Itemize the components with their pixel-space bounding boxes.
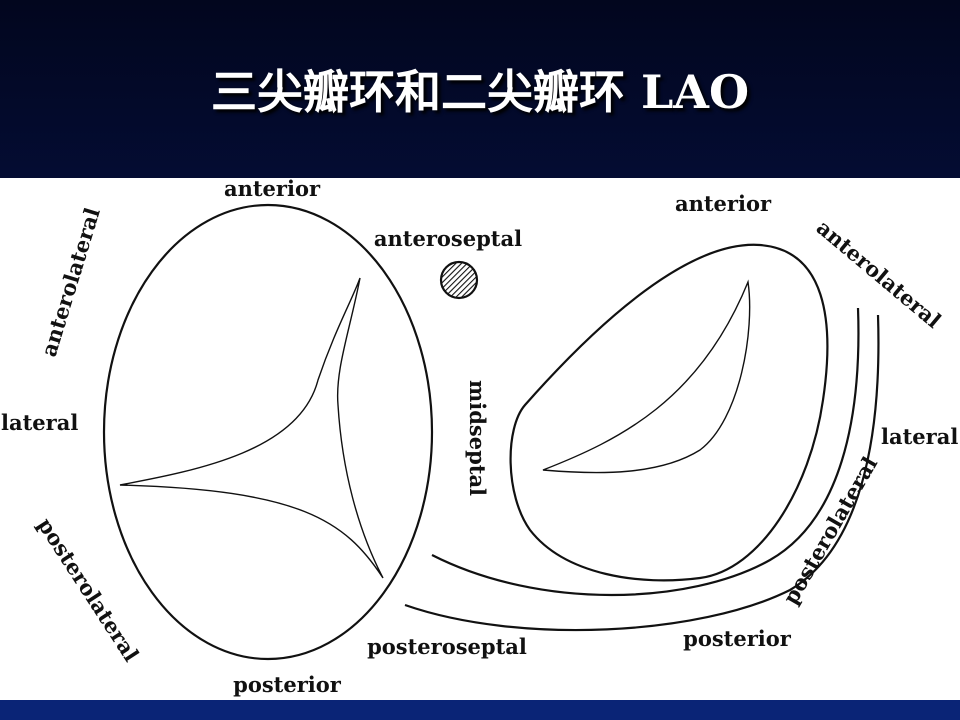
mitral-leaflet-coaptation xyxy=(542,279,751,474)
tricuspid-label-anterolateral: anterolateral xyxy=(36,205,105,360)
slide-title: 三尖瓣环和二尖瓣环 LAO xyxy=(210,65,750,119)
mitral-label-posterolateral: posterolateral xyxy=(778,452,883,608)
annulus-diagram: anterior anterolateral lateral posterola… xyxy=(1,178,958,697)
tricuspid-label-posterior: posterior xyxy=(233,672,342,697)
anteroseptal-marker xyxy=(439,260,479,300)
annulus-diagram-panel: anterior anterolateral lateral posterola… xyxy=(0,178,960,700)
tricuspid-label-anteroseptal: anteroseptal xyxy=(374,226,522,251)
tricuspid-label-anterior: anterior xyxy=(224,178,321,201)
mitral-annulus xyxy=(509,243,829,582)
mitral-label-posterior: posterior xyxy=(683,626,792,651)
tricuspid-annulus xyxy=(102,203,434,661)
tricuspid-leaflet-coaptation xyxy=(119,277,384,579)
mitral-label-lateral: lateral xyxy=(881,424,958,449)
tricuspid-label-lateral: lateral xyxy=(1,410,78,435)
tricuspid-label-posterolateral: posterolateral xyxy=(33,513,144,666)
coronary-sinus-outer xyxy=(404,314,880,632)
tricuspid-label-posteroseptal: posteroseptal xyxy=(367,634,527,659)
tricuspid-label-midseptal: midseptal xyxy=(465,380,490,496)
mitral-label-anterior: anterior xyxy=(675,191,772,216)
footer-band xyxy=(0,700,960,720)
coronary-sinus-inner xyxy=(431,307,860,597)
